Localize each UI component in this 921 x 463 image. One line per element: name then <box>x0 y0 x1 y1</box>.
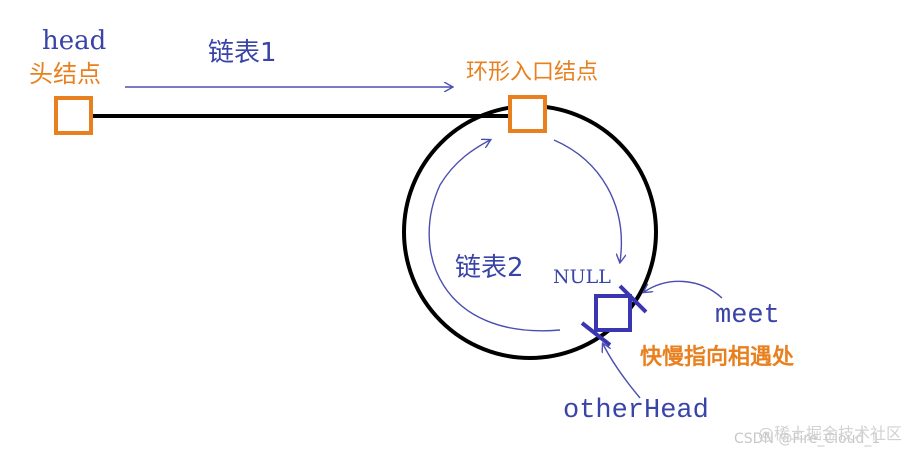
entry-node <box>508 95 547 133</box>
other-head-arrow <box>603 344 641 399</box>
head-node <box>54 96 93 135</box>
watermark: CSDN @Fire_Cloud_1 <box>734 431 881 447</box>
head-label: head <box>42 26 107 56</box>
list1-label: 链表1 <box>208 38 277 68</box>
head-node-label: 头结点 <box>29 60 101 88</box>
meet-node <box>594 294 632 332</box>
entry-node-label: 环形入口结点 <box>466 60 599 85</box>
meet-label: meet <box>715 301 780 331</box>
null-label: NULL <box>553 266 611 288</box>
watermark-overlay: @稀土掘金技术社区 <box>758 424 903 443</box>
other-head-label: otherHead <box>563 396 709 426</box>
list2-label: 链表2 <box>455 253 524 283</box>
meet-description: 快慢指向相遇处 <box>640 345 795 370</box>
entry-to-null-arrow <box>553 139 621 262</box>
meet-cut-mark <box>618 284 648 314</box>
list2-arrow <box>428 140 561 332</box>
other-head-cut-mark <box>580 321 612 347</box>
meet-arrow <box>644 280 723 299</box>
